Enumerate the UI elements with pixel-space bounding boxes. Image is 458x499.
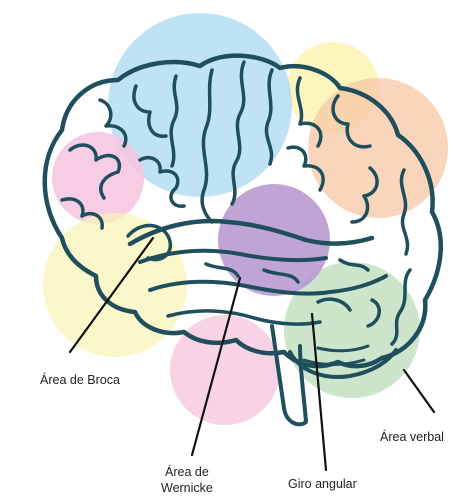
leader-area-verbal	[404, 370, 434, 412]
label-wernicke-line-1: Área de	[161, 465, 213, 481]
blob-orange	[308, 78, 448, 218]
label-area-de-wernicke: Área de Wernicke	[161, 465, 213, 496]
label-giro-angular: Giro angular	[288, 477, 357, 493]
label-wernicke-line-2: Wernicke	[161, 481, 213, 497]
blob-pink-frontal	[52, 132, 144, 224]
label-area-verbal: Área verbal	[380, 430, 444, 446]
label-area-de-broca: Área de Broca	[40, 373, 120, 389]
